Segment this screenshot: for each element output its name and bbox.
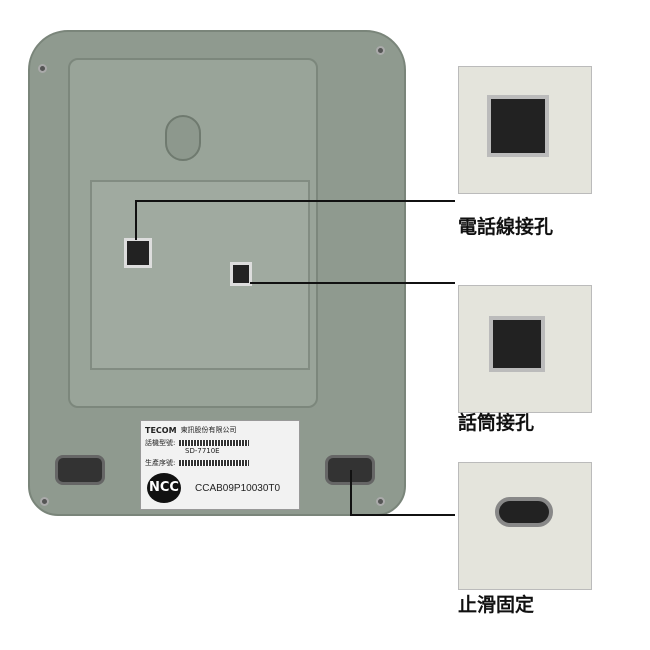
barcode <box>179 460 250 466</box>
company: 東訊股份有限公司 <box>180 426 237 434</box>
keyhole <box>165 115 201 161</box>
callout-anti-slip: 止滑固定 <box>458 594 535 616</box>
callout-handset-jack: 話筒接孔 <box>458 412 535 434</box>
callout-line <box>135 200 455 202</box>
callout-line <box>350 514 455 516</box>
barcode <box>179 440 250 446</box>
serial-field: 生產序號: <box>145 459 176 467</box>
ncc-logo: NCC <box>147 473 181 503</box>
model: SD-7710E <box>185 447 220 455</box>
screw <box>38 64 47 73</box>
screw <box>40 497 49 506</box>
screw <box>376 46 385 55</box>
model-field: 話機型號: <box>145 439 176 447</box>
line-jack-photo <box>458 66 592 194</box>
callout-line-jack: 電話線接孔 <box>458 216 554 238</box>
callout-line <box>135 200 137 240</box>
jack-panel <box>90 180 310 370</box>
screw <box>376 497 385 506</box>
cert-code: CCAB09P10030T0 <box>195 483 281 494</box>
handset-jack-photo <box>458 285 592 413</box>
anti-slip-photo <box>458 462 592 590</box>
line-jack <box>124 238 152 268</box>
handset-jack <box>230 262 252 286</box>
callout-line <box>350 470 352 515</box>
callout-line <box>250 282 455 284</box>
anti-slip-foot <box>55 455 105 485</box>
brand: TECOM <box>145 425 177 435</box>
